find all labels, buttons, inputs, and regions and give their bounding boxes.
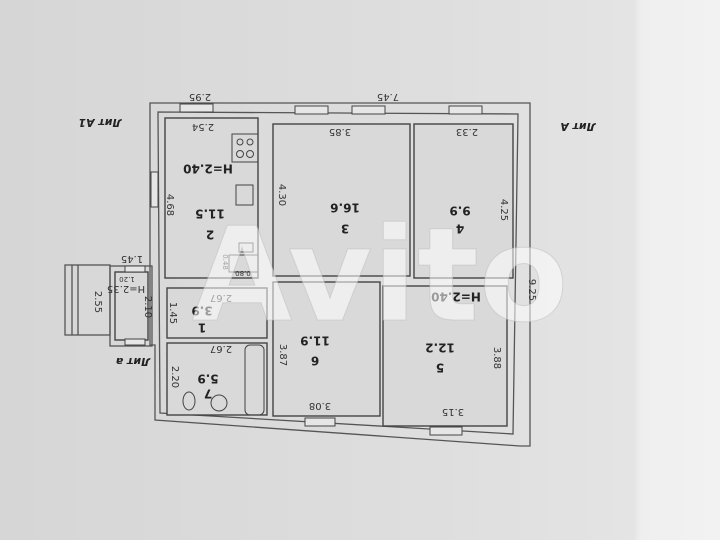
- room-6-area: 11.9: [300, 334, 330, 348]
- dimension: 2.54: [192, 121, 214, 132]
- inner-wall: [157, 111, 519, 435]
- porch: [64, 264, 111, 336]
- room-3: [272, 123, 411, 277]
- dimension: 0.48: [221, 254, 229, 270]
- bathtub-icon: [244, 344, 265, 416]
- dimension: 2.33: [456, 126, 478, 137]
- plan-labels: Лит А1 Лит А Лит а 11.5 2 16.6 3 9.9 4 1…: [78, 91, 596, 417]
- toilet-icon: [182, 391, 196, 411]
- room-1: [166, 287, 268, 339]
- sink-icon: [235, 184, 254, 206]
- room-3-number: 3: [341, 222, 349, 236]
- dimension: 2.20: [169, 366, 180, 388]
- dimension: 1.20: [119, 275, 135, 283]
- room-6: [272, 281, 381, 417]
- dimension: 2.55: [92, 291, 103, 313]
- dimension: 3.08: [309, 400, 331, 411]
- height-annex: H=2.40: [183, 162, 233, 176]
- lit-a-small-label: Лит а: [116, 355, 151, 368]
- room-6-number: 6: [311, 354, 319, 368]
- room-7-number: 7: [204, 387, 212, 401]
- windows: [124, 103, 483, 436]
- room-7: [166, 342, 268, 416]
- dimension: 4.68: [164, 194, 175, 216]
- room-5-number: 5: [436, 361, 444, 375]
- room-2-area: 11.5: [195, 207, 225, 221]
- dimension: 1.45: [167, 302, 178, 324]
- dimension: 3.87: [277, 344, 288, 366]
- room-2: [164, 117, 259, 279]
- washbasin-icon: [210, 394, 228, 412]
- room-2-number: 2: [206, 228, 214, 242]
- room-7-area: 5.9: [197, 372, 218, 386]
- lit-a-label: Лит А: [560, 120, 597, 133]
- room-4-number: 4: [456, 222, 464, 236]
- room-5: [382, 285, 508, 427]
- room-5-area: 12.2: [425, 341, 455, 355]
- stove-icon: [231, 133, 259, 163]
- dimension: 2.95: [189, 91, 211, 102]
- dimension: 4.30: [276, 184, 287, 206]
- vestibule: [114, 271, 149, 341]
- dimension: 2.67: [210, 292, 232, 303]
- dimension: 1.45: [121, 253, 143, 264]
- dimension: 3.15: [442, 406, 464, 417]
- dimension: 9.25: [526, 279, 537, 301]
- dimension: 3.88: [491, 347, 502, 369]
- room-1-area: 3.9: [191, 304, 212, 318]
- lit-a1-label: Лит А1: [78, 116, 122, 129]
- dimension: 2.10: [142, 296, 153, 318]
- height-main: H=2.40: [431, 290, 481, 304]
- dimension: 2.67: [210, 343, 232, 354]
- dimension: 3.85: [329, 126, 351, 137]
- outer-wall: [149, 102, 531, 447]
- fixture-icon: [238, 242, 254, 253]
- dimension: 7.45: [377, 91, 399, 102]
- room-1-number: 1: [198, 321, 206, 335]
- room-3-area: 16.6: [330, 201, 360, 215]
- height-vestibule: H=2.35: [107, 283, 145, 294]
- dimension: 0.80: [235, 269, 251, 277]
- cabinet-icon: [228, 254, 259, 273]
- dimension: 4.25: [498, 199, 509, 221]
- room-4-area: 9.9: [449, 204, 470, 218]
- room-4: [413, 123, 514, 279]
